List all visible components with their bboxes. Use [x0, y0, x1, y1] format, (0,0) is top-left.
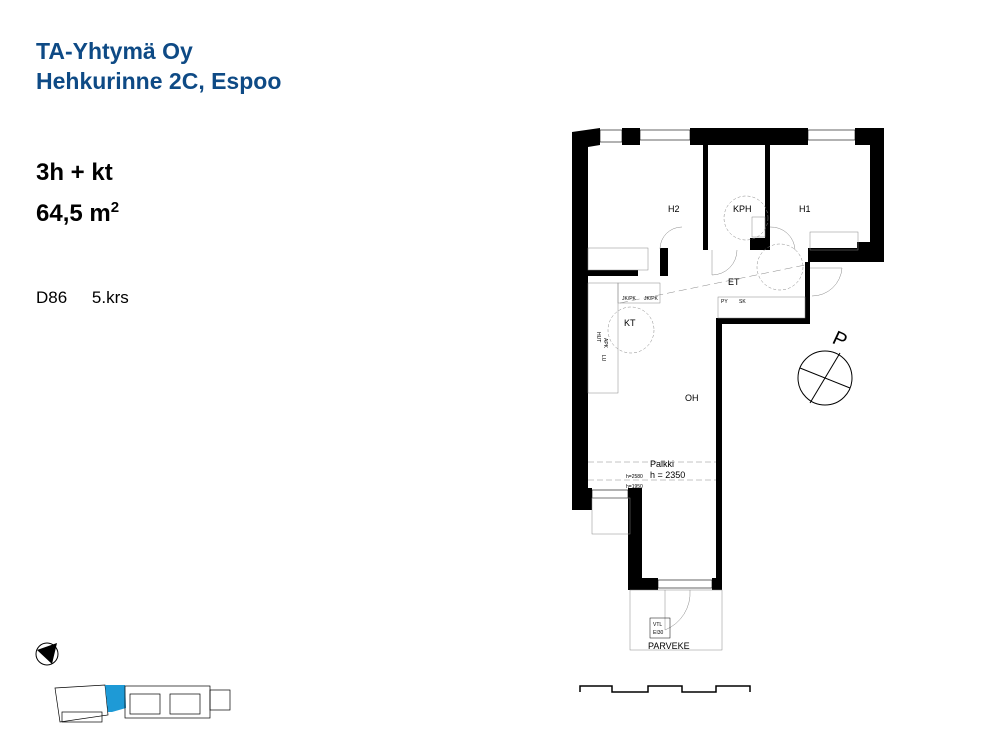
- palkki-label: Palkki: [650, 459, 674, 469]
- palkki-height: h = 2350: [650, 470, 685, 480]
- jkpk-label-1: JK/PK: [622, 296, 637, 302]
- company-name: TA-Yhtymä Oy: [36, 38, 193, 64]
- height-1950: h=1950: [626, 484, 643, 490]
- address: Hehkurinne 2C, Espoo: [36, 68, 282, 94]
- room-kt: KT: [624, 318, 636, 328]
- ei30-label: EI30: [653, 630, 664, 636]
- windows: [591, 129, 856, 589]
- py-label: PY: [721, 299, 728, 305]
- compass-label: P: [829, 327, 850, 353]
- room-et: ET: [728, 277, 740, 287]
- apartment-summary: 3h + kt 64,5 m2: [36, 155, 119, 231]
- hut-label: HUT: [595, 332, 601, 342]
- room-h1: H1: [799, 204, 811, 214]
- walls: [572, 128, 884, 590]
- height-2580: h=2580: [626, 474, 643, 480]
- jkpk-label-2: JK/PK: [644, 296, 659, 302]
- room-oh: OH: [685, 393, 699, 403]
- section-marker: [579, 685, 751, 693]
- room-h2: H2: [668, 204, 680, 214]
- apartment-code: D86: [36, 288, 68, 307]
- small-compass-icon: [35, 642, 59, 666]
- room-labels: H2 KPH H1 ET KT OH PARVEKE Palkki h = 23…: [595, 204, 811, 651]
- north-compass: P: [797, 327, 853, 406]
- apartment-floor: 5.krs: [91, 288, 129, 307]
- key-plan-highlight: [105, 685, 126, 712]
- vtl-label: VTL: [653, 622, 662, 628]
- lu-label: LU: [600, 355, 606, 362]
- room-kph: KPH: [733, 204, 752, 214]
- room-parveke: PARVEKE: [648, 641, 690, 651]
- apartment-meta: D86 5.krs: [36, 288, 149, 308]
- header: TA-Yhtymä Oy Hehkurinne 2C, Espoo: [36, 36, 281, 96]
- apk-label: APK: [602, 338, 608, 349]
- fixtures: [587, 195, 859, 651]
- apartment-area: 64,5 m2: [36, 199, 120, 227]
- apartment-type: 3h + kt: [36, 159, 113, 186]
- key-plan: [54, 684, 231, 723]
- sk-label: SK: [739, 299, 746, 305]
